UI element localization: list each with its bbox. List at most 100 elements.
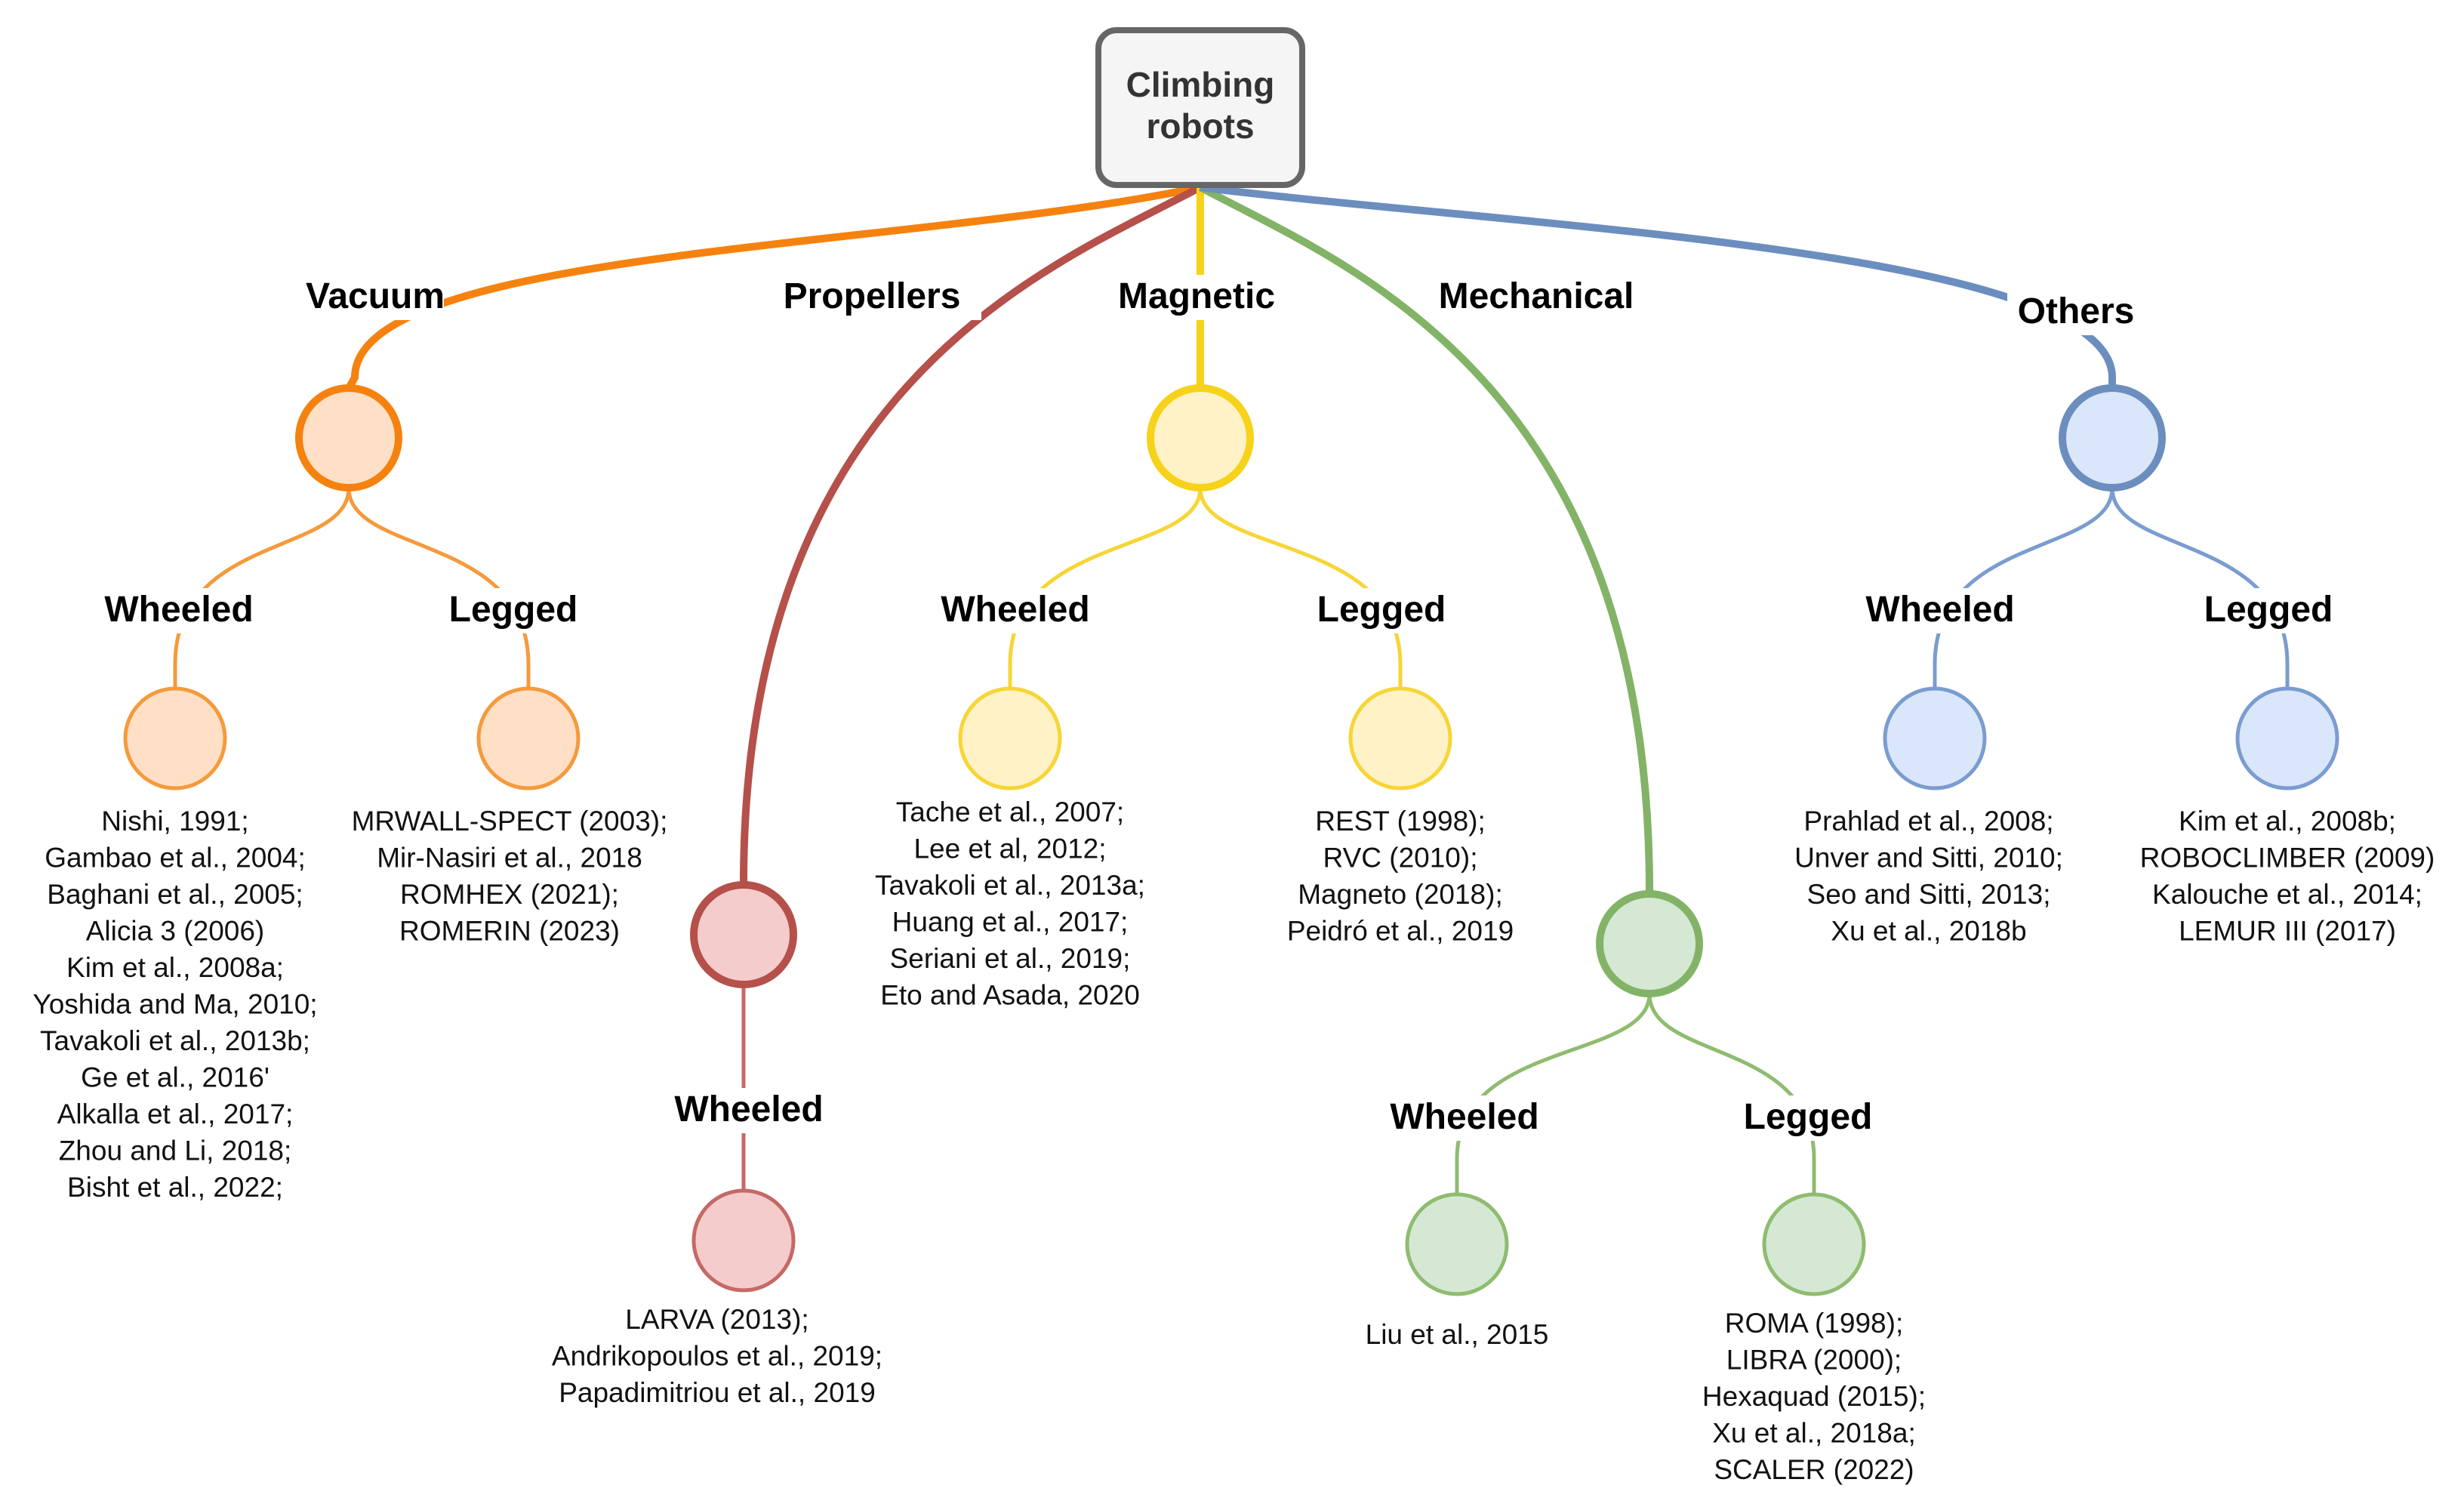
reference-item: Xu et al., 2018b [1831, 916, 2026, 947]
tree-edges [173, 183, 2290, 1194]
sub-label-propellers-wheeled: Wheeled [674, 1089, 823, 1129]
reference-item: MRWALL-SPECT (2003); [352, 806, 668, 837]
category-label-bg-magnetic [1107, 275, 1286, 320]
sub-node-vacuum-wheeled [123, 686, 227, 790]
reference-item: Tavakoli et al., 2013b; [40, 1025, 310, 1056]
category-label-bg-others [2007, 290, 2145, 335]
reference-item: ROMHEX (2021); [400, 879, 619, 910]
reference-item: Tavakoli et al., 2013a; [875, 870, 1145, 901]
sub-node-magnetic-wheeled [958, 686, 1062, 790]
reference-item: Seo and Sitti, 2013; [1807, 879, 2051, 910]
sub-label-bg-mechanical-wheeled [1385, 1096, 1544, 1141]
reference-item: Mir-Nasiri et al., 2018 [377, 843, 642, 874]
category-label-mechanical: Mechanical [1439, 276, 1634, 316]
sub-label-bg-magnetic-legged [1313, 588, 1450, 633]
category-label-vacuum: Vacuum [306, 276, 445, 316]
sub-label-mechanical-wheeled: Wheeled [1390, 1097, 1538, 1137]
reference-item: Gambao et al., 2004; [45, 843, 306, 874]
root-label-line: robots [1146, 106, 1254, 146]
reference-item: ROBOCLIMBER (2009) [2140, 843, 2435, 874]
sub-node-vacuum-legged [476, 686, 581, 790]
root-box [1095, 27, 1305, 188]
reference-item: Ge et al., 2016' [81, 1062, 270, 1093]
reference-list-vacuum-legged: MRWALL-SPECT (2003); Mir-Nasiri et al., 2… [352, 806, 668, 947]
sub-label-others-legged: Legged [2204, 590, 2333, 630]
reference-item: Lee et al, 2012; [913, 834, 1106, 864]
reference-item: LEMUR III (2017) [2179, 916, 2396, 947]
sub-label-bg-others-wheeled [1861, 588, 2019, 633]
sub-node-others-legged [2235, 686, 2339, 790]
reference-item: Zhou and Li, 2018; [59, 1136, 292, 1166]
sub-label-bg-magnetic-wheeled [936, 588, 1095, 633]
reference-item: Nishi, 1991; [101, 806, 248, 837]
edge-vacuum [345, 183, 1202, 390]
reference-list-vacuum-wheeled: Nishi, 1991;Gambao et al., 2004;Baghani … [32, 806, 317, 1203]
reference-list-magnetic-wheeled: Tache et al., 2007; Lee et al, 2012; Tavak… [875, 797, 1145, 1011]
category-node-vacuum [295, 384, 402, 492]
reference-list-propellers-wheeled: LARVA (2013); Andrikopoulos et al., 2019;… [552, 1304, 882, 1408]
reference-item: Unver and Sitti, 2010; [1794, 843, 2063, 874]
reference-item: Hexaquad (2015); [1702, 1381, 1926, 1412]
reference-item: Liu et al., 2015 [1366, 1319, 1549, 1350]
sub-label-bg-others-legged [2200, 588, 2337, 633]
sub-label-others-wheeled: Wheeled [1865, 590, 2014, 630]
reference-item: Peidró et al., 2019 [1287, 916, 1514, 947]
edge-propellers [740, 183, 1203, 885]
sub-node-others-wheeled [1883, 686, 1987, 790]
sub-label-bg-vacuum-legged [445, 588, 582, 633]
reference-item: Eto and Asada, 2020 [880, 980, 1140, 1011]
reference-list-others-wheeled: Prahlad et al., 2008; Unver and Sitti, 20… [1794, 806, 2063, 947]
category-label-others: Others [2018, 291, 2135, 331]
reference-list-others-legged: Kim et al., 2008b;ROBOCLIMBER (2009)Kalo… [2140, 806, 2435, 947]
reference-item: Xu et al., 2018a; [1712, 1418, 1915, 1449]
category-node-mechanical [1596, 890, 1703, 997]
reference-item: Papadimitriou et al., 2019 [559, 1377, 876, 1408]
edge-mechanical [1198, 183, 1653, 894]
reference-list-mechanical-legged: ROMA (1998);LIBRA (2000);Hexaquad (2015)… [1702, 1308, 1926, 1485]
sub-node-propellers-wheeled [691, 1188, 796, 1293]
reference-item: Kalouche et al., 2014; [2152, 879, 2422, 910]
sub-node-mechanical-legged [1762, 1192, 1866, 1296]
reference-list-magnetic-legged: REST (1998); RVC (2010); Magneto (2018); Pe… [1287, 806, 1514, 947]
sub-label-bg-propellers-wheeled [670, 1088, 828, 1133]
root-label-line: Climbing [1126, 65, 1275, 104]
reference-item: LARVA (2013); [625, 1304, 808, 1335]
sub-node-mechanical-wheeled [1405, 1192, 1509, 1296]
sub-label-mechanical-legged: Legged [1744, 1097, 1873, 1137]
edge-mechanical-legged [1647, 993, 1816, 1194]
reference-item: Bisht et al., 2022; [67, 1172, 283, 1203]
reference-item: Huang et al., 2017; [892, 907, 1129, 938]
category-label-bg-vacuum [306, 275, 444, 320]
reference-item: Kim et al., 2008a; [66, 952, 284, 983]
reference-item: RVC (2010); [1323, 843, 1478, 874]
category-node-magnetic [1147, 384, 1254, 492]
edge-mechanical-wheeled [1455, 993, 1652, 1194]
category-label-bg-mechanical [1427, 275, 1646, 320]
sub-node-magnetic-legged [1348, 686, 1452, 790]
reference-item: ROMERIN (2023) [399, 916, 620, 947]
category-node-others [2059, 384, 2166, 492]
sub-label-bg-mechanical-legged [1739, 1096, 1877, 1141]
sub-label-magnetic-legged: Legged [1317, 590, 1446, 630]
sub-label-magnetic-wheeled: Wheeled [941, 590, 1089, 630]
reference-item: Alkalla et al., 2017; [57, 1099, 294, 1129]
reference-item: Andrikopoulos et al., 2019; [552, 1341, 882, 1372]
reference-item: Magneto (2018); [1298, 879, 1503, 910]
reference-item: SCALER (2022) [1714, 1454, 1914, 1485]
reference-item: REST (1998); [1315, 806, 1486, 837]
sub-label-vacuum-wheeled: Wheeled [104, 590, 253, 630]
category-label-propellers: Propellers [784, 276, 961, 316]
reference-item: Prahlad et al., 2008; [1803, 806, 2053, 837]
category-label-bg-propellers [762, 275, 981, 320]
reference-item: Seriani et al., 2019; [890, 943, 1131, 974]
category-node-propellers [690, 881, 797, 988]
reference-item: ROMA (1998); [1725, 1308, 1903, 1339]
reference-list-mechanical-wheeled: Liu et al., 2015 [1366, 1319, 1549, 1350]
reference-item: Alicia 3 (2006) [86, 916, 265, 947]
sub-label-bg-vacuum-wheeled [100, 588, 258, 633]
edge-others [1200, 183, 2116, 388]
reference-item: Tache et al., 2007; [896, 797, 1124, 827]
